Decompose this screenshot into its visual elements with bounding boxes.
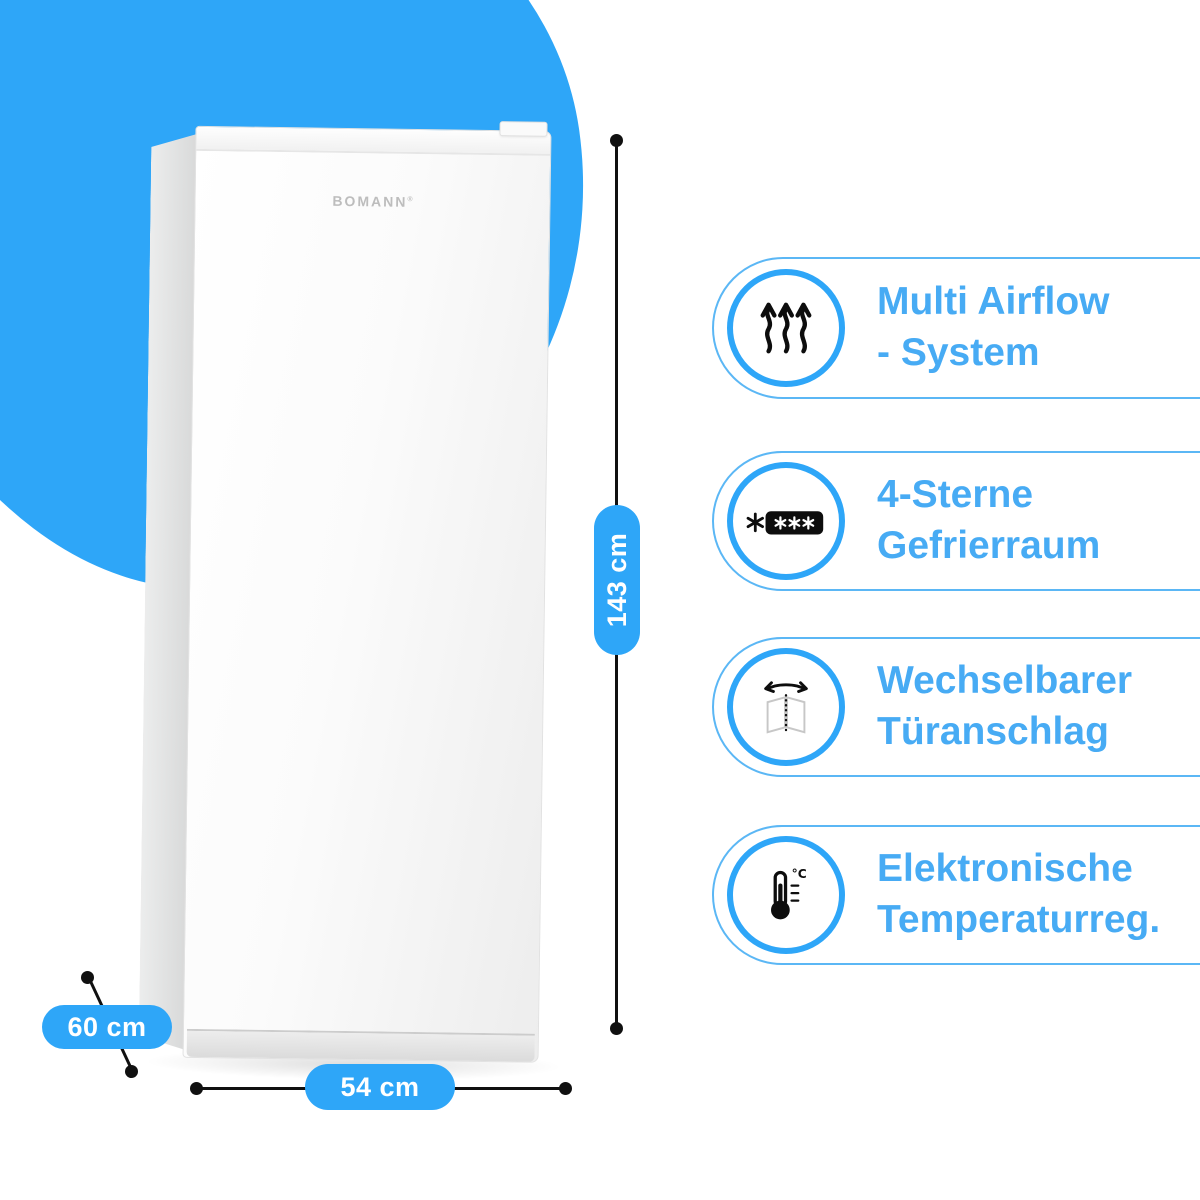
feature-line-2: Türanschlag [877,710,1109,753]
fridge-base [186,1028,535,1062]
fridge-top-lid [196,126,551,156]
four-star-freezer-icon [727,462,845,580]
feature-line-2: Gefrierraum [877,524,1101,567]
measure-dot [125,1065,138,1078]
width-dimension-badge: 54 cm [305,1064,455,1110]
feature-pill-reversible-door: Wechselbarer Türanschlag [712,637,1200,777]
fridge-handle [499,121,548,137]
feature-line-1: Multi Airflow [877,280,1110,324]
feature-line-1: Elektronische [877,847,1133,891]
fridge-image: BOMANN® [139,121,564,1084]
brand-logo-text: BOMANN [332,192,408,210]
thermometer-icon: °C [727,836,845,954]
feature-line-2: - System [877,331,1040,374]
feature-line-2: Temperaturreg. [877,898,1161,941]
feature-text: Elektronische Temperaturreg. [877,844,1160,945]
width-dimension-label: 54 cm [340,1071,420,1102]
feature-line-1: 4-Sterne [877,473,1034,517]
svg-text:°C: °C [792,867,807,881]
height-dimension-label: 143 cm [601,532,632,628]
measure-dot [610,1022,623,1035]
airflow-arrows-icon [727,269,845,387]
reversible-door-icon [727,648,845,766]
fridge-front-door: BOMANN® [182,121,552,1063]
depth-dimension-label: 60 cm [67,1011,147,1042]
brand-logo: BOMANN® [195,191,549,212]
measure-dot [559,1082,572,1095]
height-dimension-badge: 143 cm [594,505,640,655]
brand-trademark: ® [407,196,413,204]
feature-pill-four-star-freezer: 4-Sterne Gefrierraum [712,451,1200,591]
feature-pill-electronic-temperature: °C Elektronische Temperaturreg. [712,825,1200,965]
feature-text: 4-Sterne Gefrierraum [877,470,1100,571]
feature-text: Multi Airflow - System [877,277,1110,378]
feature-line-1: Wechselbarer [877,659,1133,703]
depth-measure-line [81,971,151,1083]
depth-dimension-badge: 60 cm [42,1005,172,1049]
feature-text: Wechselbarer Türanschlag [877,656,1132,757]
feature-pill-multi-airflow: Multi Airflow - System [712,257,1200,399]
